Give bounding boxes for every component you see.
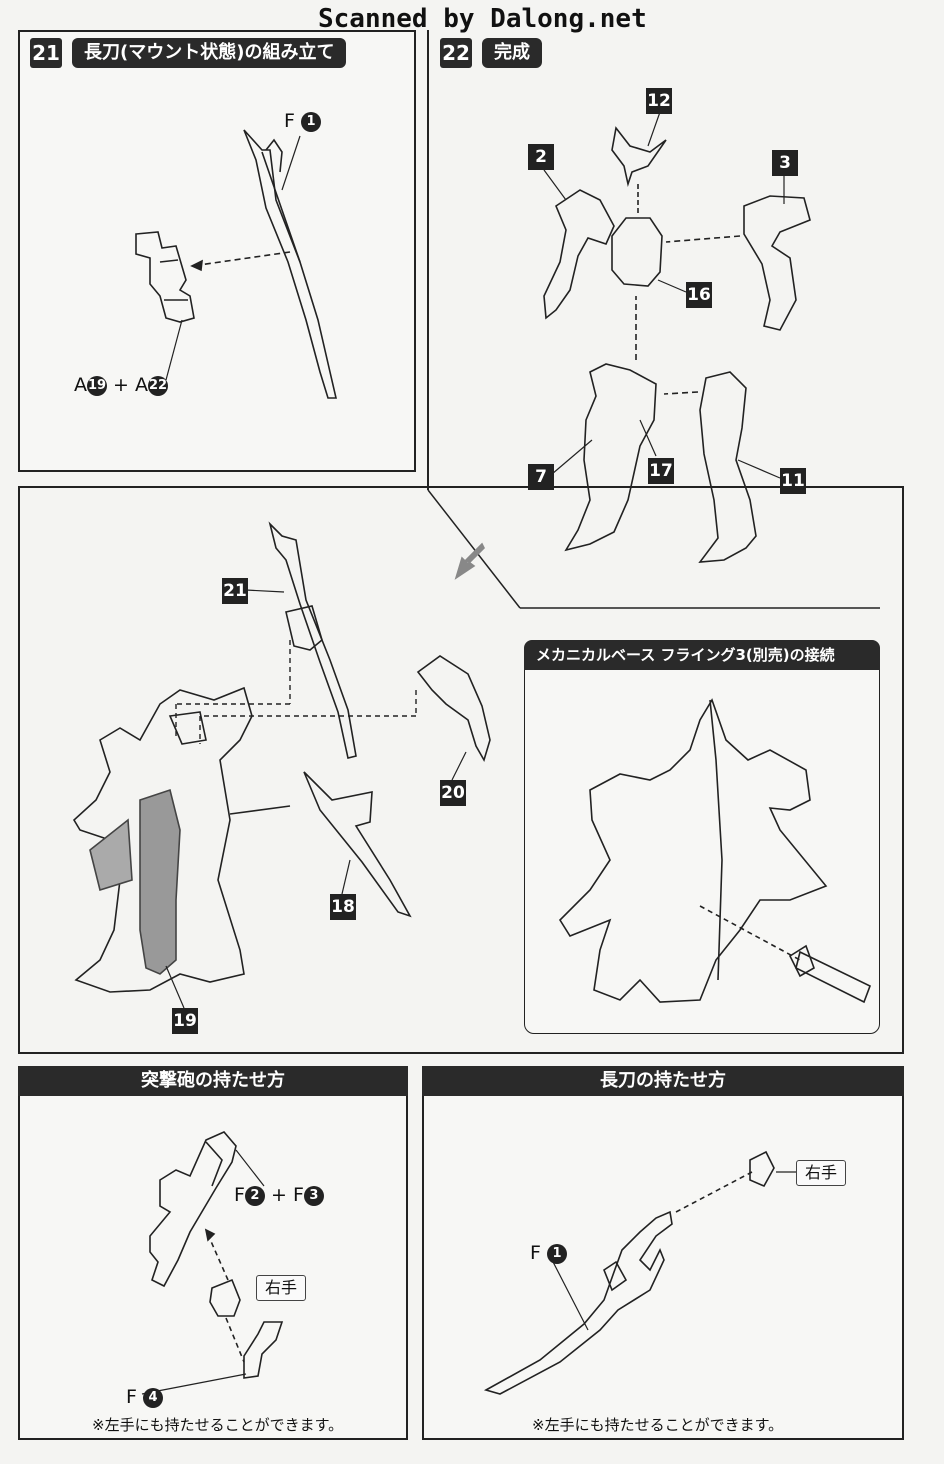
sword-right-hand-label: 右手	[796, 1160, 847, 1186]
sword-title: 長刀の持たせ方	[422, 1066, 904, 1096]
assembly-panel	[18, 486, 904, 1054]
part-label-a19-a22: A19 + A22	[74, 374, 169, 396]
part-number-17: 17	[648, 458, 674, 484]
step21-sword-drawing	[243, 129, 338, 399]
cannon-title: 突撃砲の持たせ方	[18, 1066, 408, 1096]
sword-hold-drawing	[483, 1150, 796, 1395]
step22-title: 完成	[482, 38, 542, 68]
sword-note: ※左手にも持たせることができます。	[532, 1416, 784, 1434]
cannon-label-f4: F 4	[126, 1386, 163, 1408]
part-number-3: 3	[772, 150, 798, 176]
part-number-19: 19	[172, 1008, 198, 1034]
step21-title: 長刀(マウント状態)の組み立て	[72, 38, 347, 68]
step21-panel	[18, 30, 416, 472]
mechanical-base-title: メカニカルベース フライング3(別売)の接続	[524, 640, 880, 670]
part-number-7: 7	[528, 464, 554, 490]
sword-label-f1: F 1	[530, 1242, 567, 1264]
cannon-note: ※左手にも持たせることができます。	[92, 1416, 344, 1434]
step22-drawings	[543, 126, 811, 563]
step21-mount-drawing	[135, 231, 195, 323]
part-number-2: 2	[528, 144, 554, 170]
part-number-11: 11	[780, 468, 806, 494]
watermark: Scanned by Dalong.net	[318, 4, 647, 34]
part-number-12: 12	[646, 88, 672, 114]
cannon-drawing	[141, 1131, 284, 1395]
part-number-20: 20	[440, 780, 466, 806]
mechanical-base-drawing	[558, 698, 872, 1004]
part-number-18: 18	[330, 894, 356, 920]
mechanical-base-panel	[524, 640, 880, 1034]
part-number-21: 21	[222, 578, 248, 604]
cannon-panel	[18, 1066, 408, 1440]
cannon-right-hand-label: 右手	[256, 1275, 307, 1301]
sword-panel	[422, 1066, 904, 1440]
step21-number: 21	[30, 38, 62, 68]
assembly-drawing	[72, 521, 491, 993]
step22-number: 22	[440, 38, 472, 68]
part-label-f1: F 1	[284, 110, 321, 132]
part-number-16: 16	[686, 282, 712, 308]
